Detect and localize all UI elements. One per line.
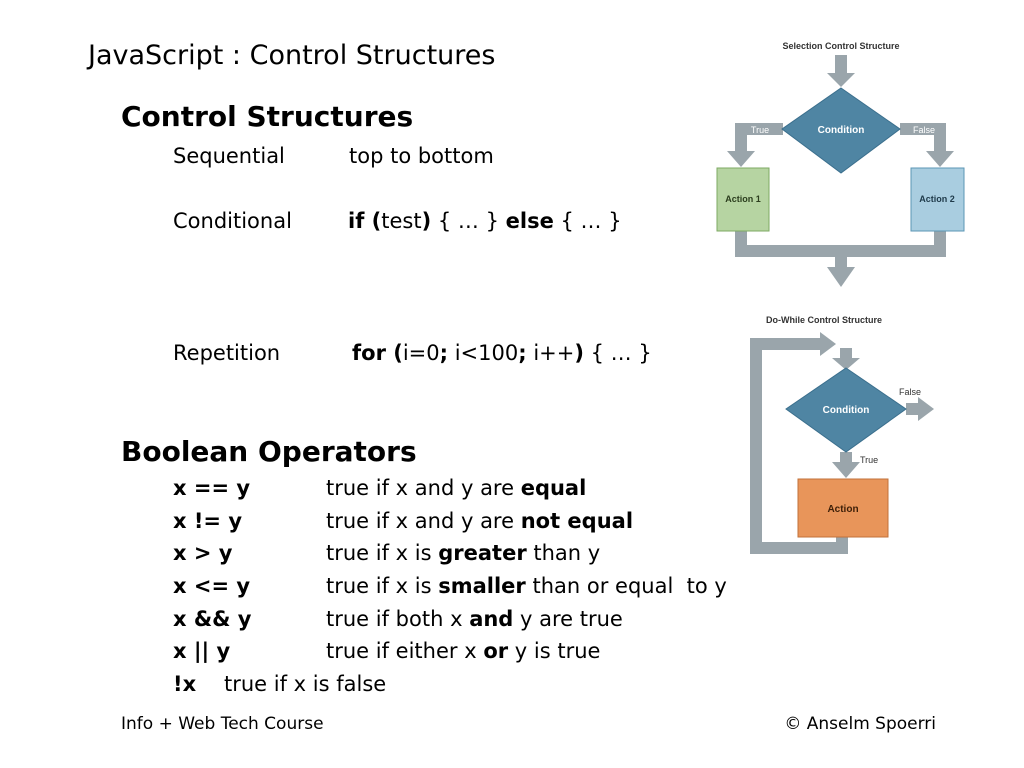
- action2-label: Action 2: [919, 194, 955, 204]
- sequential-text: top to bottom: [349, 144, 494, 168]
- operator-desc: true if x and y are equal: [326, 476, 586, 500]
- operator-expr: x && y: [173, 607, 252, 631]
- desc-bold: equal: [520, 476, 587, 500]
- false-label: False: [899, 387, 921, 397]
- false-exit-head: [918, 397, 934, 421]
- sequential-label: Sequential: [173, 144, 285, 168]
- operator-expr: x > y: [173, 541, 233, 565]
- desc-text: true if both x: [326, 607, 470, 631]
- conditional-code: if (test) { … } else { … }: [348, 209, 622, 233]
- footer-course: Info + Web Tech Course: [121, 714, 324, 734]
- flow-arrows: [727, 55, 954, 287]
- desc-text: true if x is: [326, 541, 439, 565]
- arrow-out: [835, 257, 847, 269]
- false-branch-head: [926, 151, 954, 167]
- not-operator-desc: true if x is false: [224, 672, 387, 696]
- false-label: False: [913, 125, 935, 135]
- desc-text: than y: [526, 541, 601, 565]
- loop-top: [750, 338, 822, 350]
- merge-bar: [735, 245, 946, 257]
- not-operator-expr: !x: [173, 672, 197, 696]
- code-text: { … }: [553, 209, 622, 233]
- arrow-in: [835, 55, 847, 75]
- desc-bold: not equal: [520, 509, 634, 533]
- condition-label: Condition: [818, 125, 865, 136]
- desc-bold: or: [483, 639, 509, 663]
- code-keyword: ;: [439, 341, 449, 365]
- condition-diamond: [781, 87, 901, 174]
- repetition-label: Repetition: [173, 341, 281, 365]
- slide-title: JavaScript : Control Structures: [88, 40, 496, 71]
- dowhile-flowchart: Do-While Control Structure Condition Fal…: [750, 315, 934, 554]
- operator-desc: true if either x or y is true: [326, 639, 600, 663]
- repetition-code: for (i=0; i<100; i++) { … }: [352, 341, 652, 365]
- code-keyword: ;: [518, 341, 527, 365]
- loop-left: [750, 338, 762, 554]
- desc-text: true if x is: [326, 574, 439, 598]
- loop-bottom: [750, 542, 848, 554]
- desc-bold: smaller: [438, 574, 526, 598]
- operator-desc: true if both x and y are true: [326, 607, 623, 631]
- code-text: i++: [526, 341, 575, 365]
- code-text: i=0: [402, 341, 440, 365]
- desc-text: true if x and y are: [326, 509, 521, 533]
- action2-box: [910, 167, 965, 232]
- desc-text: y is true: [508, 639, 601, 663]
- conditional-label: Conditional: [173, 209, 292, 233]
- condition-label: Condition: [823, 405, 870, 416]
- action-box: [797, 478, 889, 538]
- desc-text: true if x and y are: [326, 476, 521, 500]
- operator-expr: x == y: [173, 476, 251, 500]
- true-label: True: [860, 455, 878, 465]
- code-text: i<100: [448, 341, 519, 365]
- true-branch-head: [832, 462, 860, 478]
- selection-flowchart: Selection Control Structure Condition Tr…: [716, 41, 965, 287]
- heading-control-structures: Control Structures: [121, 100, 414, 133]
- desc-bold: greater: [438, 541, 527, 565]
- code-keyword: else: [505, 209, 554, 233]
- true-label: True: [751, 125, 769, 135]
- true-branch-down: [735, 123, 747, 151]
- arrow-in-head: [827, 73, 855, 87]
- dowhile-title: Do-While Control Structure: [766, 315, 882, 325]
- code-text: { … }: [583, 341, 652, 365]
- desc-text: than or equal to y: [525, 574, 727, 598]
- code-keyword: if (: [348, 209, 382, 233]
- code-keyword: ): [421, 209, 432, 233]
- arrow-in: [840, 348, 852, 360]
- operator-expr: x <= y: [173, 574, 251, 598]
- selection-title: Selection Control Structure: [782, 41, 899, 51]
- operator-expr: x || y: [173, 639, 231, 663]
- operator-expr: x != y: [173, 509, 243, 533]
- condition-diamond: [785, 367, 907, 453]
- arrow-in-head: [832, 358, 860, 370]
- true-branch: [840, 452, 852, 464]
- footer-copyright: © Anselm Spoerri: [784, 714, 936, 734]
- false-exit-bar: [906, 403, 920, 415]
- false-branch-down: [934, 123, 946, 151]
- desc-bold: and: [469, 607, 514, 631]
- code-keyword: for (: [352, 341, 403, 365]
- arrow-out-head: [827, 267, 855, 287]
- action-label: Action: [827, 504, 858, 515]
- flow-arrows: [750, 332, 934, 554]
- heading-boolean-operators: Boolean Operators: [121, 435, 417, 468]
- desc-text: y are true: [513, 607, 623, 631]
- desc-text: true if either x: [326, 639, 484, 663]
- action1-box: [716, 167, 770, 232]
- code-keyword: ): [574, 341, 584, 365]
- code-text: { … }: [431, 209, 506, 233]
- operator-desc: true if x and y are not equal: [326, 509, 633, 533]
- loop-up: [836, 536, 848, 554]
- action1-label: Action 1: [725, 194, 761, 204]
- loop-head: [820, 332, 836, 356]
- code-text: test: [381, 209, 422, 233]
- operator-desc: true if x is greater than y: [326, 541, 600, 565]
- operator-desc: true if x is smaller than or equal to y: [326, 574, 727, 598]
- true-branch-head: [727, 151, 755, 167]
